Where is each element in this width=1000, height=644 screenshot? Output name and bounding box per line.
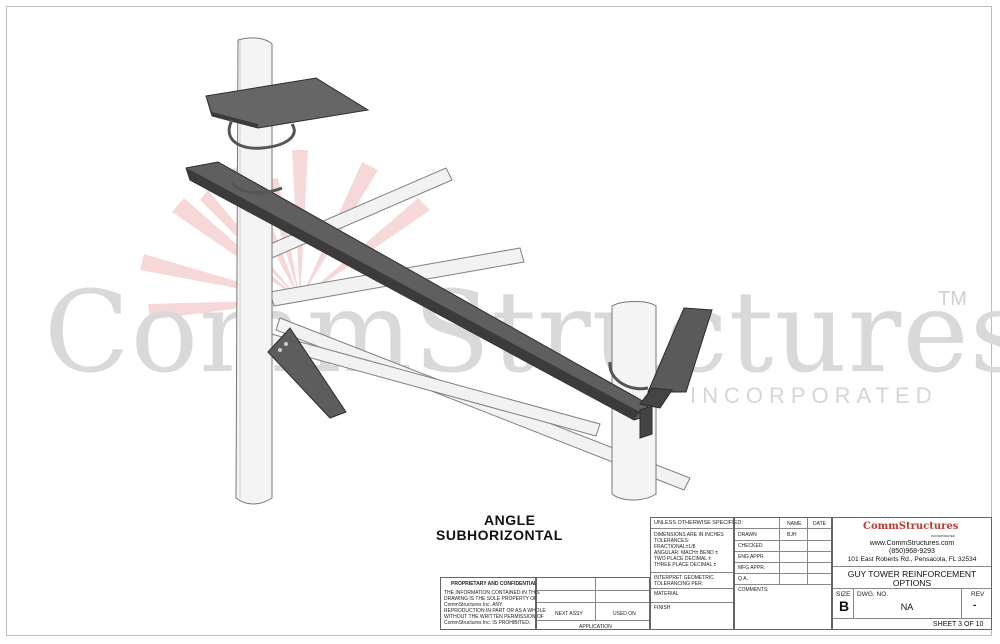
proprietary-box: PROPRIETARY AND CONFIDENTIAL THE INFORMA… — [440, 577, 546, 630]
specs-line-6: THREE PLACE DECIMAL ± — [654, 562, 717, 568]
proprietary-line-2: DRAWING IS THE SOLE PROPERTY OF — [444, 596, 538, 602]
lower-angle-plate — [267, 327, 347, 419]
specs-line-5: TWO PLACE DECIMAL ± — [654, 556, 712, 562]
proprietary-line-5: WITHOUT THE WRITTEN PERMISSION OF — [444, 614, 544, 620]
next-assy-label: NEXT ASSY — [555, 611, 583, 617]
interpret-line-1: INTERPRET GEOMETRIC — [654, 575, 714, 581]
assembly-box: NEXT ASSY USED ON APPLICATION — [536, 577, 650, 630]
rev-value: - — [973, 600, 977, 611]
proprietary-line-3: CommStructures Inc. ANY — [444, 602, 503, 608]
specs-line-4: ANGULAR: MACH± BEND ± — [654, 550, 718, 556]
sheet-border — [6, 6, 992, 636]
eng-appr-label: ENG APPR. — [738, 554, 765, 560]
proprietary-line-1: THE INFORMATION CONTAINED IN THIS — [444, 590, 540, 596]
proprietary-line-4: REPRODUCTION IN PART OR AS A WHOLE — [444, 608, 546, 614]
proprietary-line-6: CommStructures Inc. IS PROHIBITED. — [444, 620, 531, 626]
name-column-header: NAME — [787, 521, 802, 527]
company-phone: (850)968-9293 — [889, 548, 935, 555]
specs-line-1: DIMENSIONS ARE IN INCHES — [654, 532, 724, 538]
caption-angle: ANGLE — [484, 512, 536, 528]
company-address: 101 East Roberts Rd., Pensacola, FL 3253… — [847, 556, 977, 563]
qa-label: Q.A. — [738, 576, 749, 582]
specs-line-2: TOLERANCES: — [654, 538, 690, 544]
caption-subhorizontal: SUBHORIZONTAL — [436, 527, 563, 543]
size-label: SIZE — [836, 591, 851, 598]
specs-box: UNLESS OTHERWISE SPECIFIED: DIMENSIONS A… — [650, 517, 743, 630]
right-flange — [608, 307, 713, 439]
proprietary-title: PROPRIETARY AND CONFIDENTIAL — [451, 581, 538, 587]
rev-label: REV — [971, 591, 985, 598]
finish-label: FINISH — [654, 605, 671, 611]
application-label: APPLICATION — [579, 624, 612, 630]
date-column-header: DATE — [813, 521, 826, 527]
dwg-no-label: DWG. NO. — [857, 591, 889, 598]
checked-label: CHECKED — [738, 543, 763, 549]
drawing-title-line-1: GUY TOWER REINFORCEMENT — [847, 569, 977, 579]
used-on-label: USED ON — [613, 611, 636, 617]
specs-line-3: FRACTIONAL±1/8 — [654, 544, 696, 550]
left-leg — [235, 37, 273, 505]
company-logo: CommStructures — [863, 521, 959, 532]
upper-angle-bracket — [205, 77, 370, 150]
watermark-trademark: TM — [938, 288, 967, 310]
drawn-label: DRAWN — [738, 532, 757, 538]
company-website: www.CommStructures.com — [869, 540, 955, 547]
dwg-no-value: NA — [900, 602, 914, 612]
drawn-name: BJH — [787, 532, 797, 538]
signoff-box: NAME DATE DRAWN BJH CHECKED ENG APPR. MF… — [734, 517, 832, 630]
material-label: MATERIAL — [654, 591, 679, 597]
company-box: CommStructures INCORPORATED www.CommStru… — [832, 517, 992, 630]
interpret-line-2: TOLERANCING PER: — [654, 581, 704, 587]
drawing-title-line-2: OPTIONS — [892, 578, 932, 588]
watermark-subtitle: INCORPORATED — [690, 383, 938, 408]
sheet-number: SHEET 3 OF 10 — [933, 621, 984, 628]
comments-label: COMMENTS: — [738, 587, 769, 593]
company-logo-sub: INCORPORATED — [931, 534, 955, 538]
mfg-appr-label: MFG APPR. — [738, 565, 766, 571]
specs-header: UNLESS OTHERWISE SPECIFIED: — [654, 520, 743, 526]
size-value: B — [839, 598, 850, 614]
